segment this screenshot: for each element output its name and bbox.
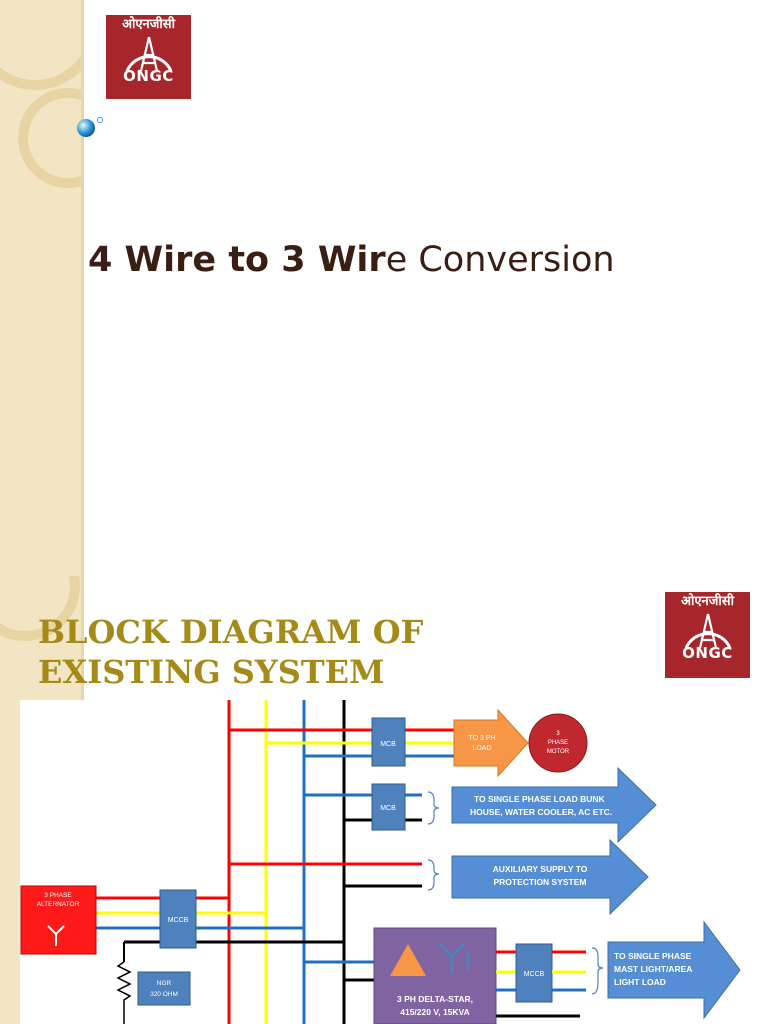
block-diagram-svg: MCB TO 3 PH LOAD 3 PHASE MOTOR MCB TO SI… <box>20 700 741 1024</box>
logo-hindi-text: ओएनजीसी <box>681 594 734 609</box>
title-slide: ओएनजीसी ONGC 4 Wire to 3 Wire Conversion <box>0 0 615 576</box>
load-3ph-label-2: LOAD <box>472 745 491 752</box>
resistor-icon <box>116 961 132 1024</box>
decorative-side-strip <box>0 0 84 576</box>
block-diagram: MCB TO 3 PH LOAD 3 PHASE MOTOR MCB TO SI… <box>20 700 768 1024</box>
title-bold-part: 4 Wire to 3 Wir <box>88 240 386 280</box>
title-line-2: EXISTING SYSTEM <box>38 653 385 691</box>
motor-circle <box>528 713 588 773</box>
single-phase-load-label-1: TO SINGLE PHASE LOAD BUNK <box>474 794 606 804</box>
oil-derrick-icon <box>125 36 172 72</box>
logo-hindi-text: ओएनजीसी <box>122 17 175 32</box>
single-phase-load-label-2: HOUSE, WATER COOLER, AC ETC. <box>470 807 612 817</box>
load-3ph-arrow <box>453 708 529 778</box>
single-phase-load-arrow <box>451 766 657 844</box>
block-diagram-title: BLOCK DIAGRAM OF EXISTING SYSTEM <box>38 612 423 692</box>
alternator-label-2: ALTERNATOR <box>37 901 80 908</box>
mccb-main-label: MCCB <box>168 917 189 924</box>
slide-title: 4 Wire to 3 Wire Conversion <box>88 240 615 280</box>
mccb-2-box <box>515 943 553 1003</box>
ngr-label-2: 320 OHM <box>150 991 178 998</box>
logo-latin-text: ONGC <box>682 644 733 662</box>
alternator-box <box>20 885 97 955</box>
alternator-label-1: 3 PHASE <box>44 892 72 899</box>
title-line-1: BLOCK DIAGRAM OF <box>38 613 424 651</box>
mcb-1-label: MCB <box>380 741 396 748</box>
motor-label-3: MOTOR <box>547 749 570 755</box>
aux-supply-label-1: AUXILIARY SUPPLY TO <box>493 864 588 874</box>
delta-symbol-icon <box>390 944 426 976</box>
mcb-1-box <box>371 717 406 767</box>
mcb-2-label: MCB <box>380 805 396 812</box>
aux-supply-label-2: PROTECTION SYSTEM <box>493 877 586 887</box>
transformer-label-2: 415/220 V, 15KVA <box>400 1007 469 1017</box>
logo-latin-text: ONGC <box>123 67 174 85</box>
ongc-logo: ओएनजीसी ONGC <box>665 592 750 678</box>
mcb-2-box <box>371 783 406 831</box>
mast-light-label-3: LIGHT LOAD <box>614 977 666 987</box>
load-3ph-label-1: TO 3 PH <box>468 735 495 742</box>
transformer-label-1: 3 PH DELTA-STAR, <box>397 994 473 1004</box>
mast-light-arrow <box>607 920 741 1020</box>
mast-light-label-1: TO SINGLE PHASE <box>614 951 692 961</box>
ongc-logo: ओएनजीसी ONGC <box>106 15 191 99</box>
mccb-main-box <box>159 889 197 949</box>
motor-label-2: PHASE <box>548 740 568 746</box>
title-regular-part: e Conversion <box>385 240 615 280</box>
mast-light-label-2: MAST LIGHT/AREA <box>614 964 692 974</box>
star-symbol-icon <box>438 942 470 974</box>
ngr-label-1: NGR <box>157 980 172 987</box>
mccb-2-label: MCCB <box>524 971 545 978</box>
blue-bullet-icon <box>77 117 103 137</box>
oil-derrick-icon <box>684 613 731 649</box>
aux-supply-arrow <box>451 838 649 916</box>
star-symbol-icon <box>47 925 65 946</box>
ngr-box <box>137 971 191 1006</box>
motor-label-1: 3 <box>556 731 560 737</box>
